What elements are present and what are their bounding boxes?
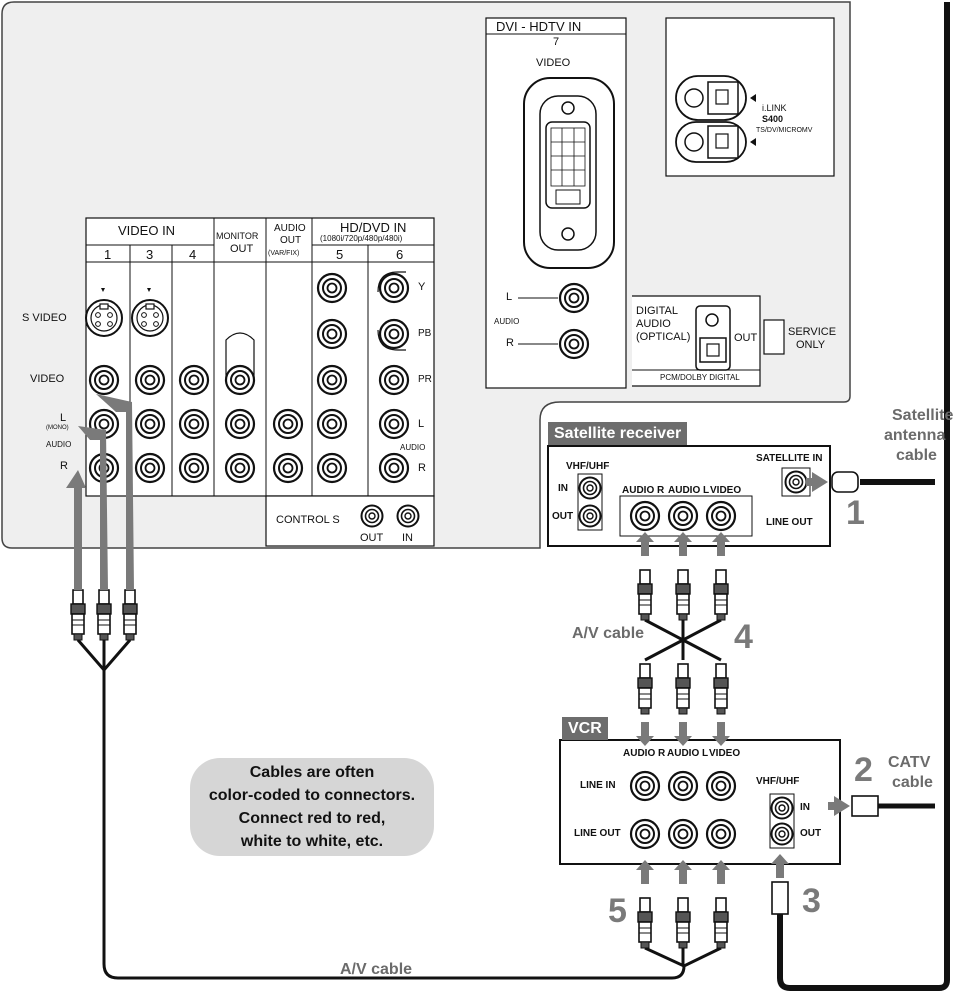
video-in-col-4: 4 [189,247,197,262]
sat-in: IN [558,483,568,494]
note-line-1: Cables are often [249,763,375,781]
video-in-block [85,217,435,547]
satellite-cable-line2: antenna [884,427,946,444]
row-label-video: VIDEO [30,373,65,385]
monitor-out-line2: OUT [230,243,254,255]
vcr-title: VCR [562,717,608,741]
step-number-1: 1 [846,494,865,532]
row-label-svideo: S VIDEO [22,312,67,324]
ilink-block [665,17,835,177]
digital-audio-block [632,295,785,387]
note-line-4: white to white, etc. [240,833,384,851]
service-line2: ONLY [796,339,826,351]
row-label-mono: (MONO) [46,425,69,431]
digital-audio-line1: DIGITAL [636,305,678,317]
catv-cable-line2: cable [892,774,933,791]
sat-out: OUT [552,511,574,522]
audio-out-line2: OUT [280,235,302,246]
component-pr: PR [418,374,432,385]
monitor-out-line1: MONITOR [216,231,259,241]
hd-dvd-in-formats: (1080i/720p/480p/480i) [320,234,403,243]
note-line-2: color-coded to connectors. [208,786,416,804]
satellite-receiver [547,445,831,547]
sat-audio-r: AUDIO R [622,485,665,496]
hd-col-6: 6 [396,247,404,262]
control-s-in: IN [402,532,413,544]
sat-vhf-uhf: VHF/UHF [566,461,610,472]
component-r: R [418,462,426,474]
vcr-audio-r: AUDIO R [623,748,666,759]
dvi-block [485,17,627,389]
digital-audio-line2: AUDIO [636,318,671,330]
digital-audio-footer: PCM/DOLBY DIGITAL [660,373,740,382]
step-number-3: 3 [802,882,821,920]
sat-video: VIDEO [710,485,742,496]
plugs [70,471,879,949]
satellite-cable-line1: Satellite [892,407,954,424]
sat-line-out: LINE OUT [766,517,813,528]
vcr-in: IN [800,802,810,813]
audio-out-line1: AUDIO [274,223,306,234]
video-in-col-3: 3 [146,247,154,262]
dvi-number: 7 [553,36,560,48]
vcr-out: OUT [800,828,822,839]
av-cable-top-label: A/V cable [572,625,645,642]
cables [76,479,935,980]
step-number-4: 4 [734,618,753,656]
service-line1: SERVICE [788,326,837,338]
component-audio: AUDIO [400,443,426,452]
sat-audio-l: AUDIO L [668,485,710,496]
step-number-5: 5 [608,892,627,930]
vcr-video: VIDEO [709,748,741,759]
dvi-video: VIDEO [536,57,571,69]
component-l: L [418,418,425,430]
video-in-header: VIDEO IN [118,223,176,238]
av-cable-bottom-label: A/V cable [340,961,413,978]
row-label-l: L [60,412,67,424]
hd-col-5: 5 [336,247,344,262]
control-s-out: OUT [360,532,384,544]
ilink-s400: S400 [762,114,784,124]
component-y: Y [418,281,426,293]
step-number-2: 2 [854,751,873,789]
ilink-formats: TS/DV/MICROMV [756,127,813,134]
color-coding-note: Cables are often color-coded to connecto… [190,758,434,856]
vcr-vhf-uhf: VHF/UHF [756,776,800,787]
dvi-audio: AUDIO [494,317,520,326]
satellite-receiver-title: Satellite receiver [548,422,688,446]
digital-audio-out: OUT [734,332,758,344]
dvi-l: L [506,291,513,303]
satellite-cable-line3: cable [896,447,937,464]
hd-dvd-in-header: HD/DVD IN [340,220,407,235]
vcr-line-out: LINE OUT [574,828,621,839]
vcr-line-in: LINE IN [580,780,616,791]
component-pb: PB [418,328,432,339]
note-line-3: Connect red to red, [238,810,386,827]
dvi-header: DVI - HDTV IN [496,19,582,34]
row-label-r: R [60,460,68,472]
sat-satellite-in: SATELLITE IN [756,453,823,464]
vcr [559,739,841,865]
row-label-audio: AUDIO [46,440,72,449]
video-in-col-1: 1 [104,247,112,262]
vcr-audio-l: AUDIO L [667,748,709,759]
audio-out-line3: (VAR/FIX) [268,250,300,257]
digital-audio-line3: (OPTICAL) [636,331,691,343]
arrows [66,394,850,884]
dvi-r: R [506,337,514,349]
catv-cable-line1: CATV [888,754,931,771]
ilink-label: i.LINK [762,103,787,113]
control-s-label: CONTROL S [276,514,340,526]
